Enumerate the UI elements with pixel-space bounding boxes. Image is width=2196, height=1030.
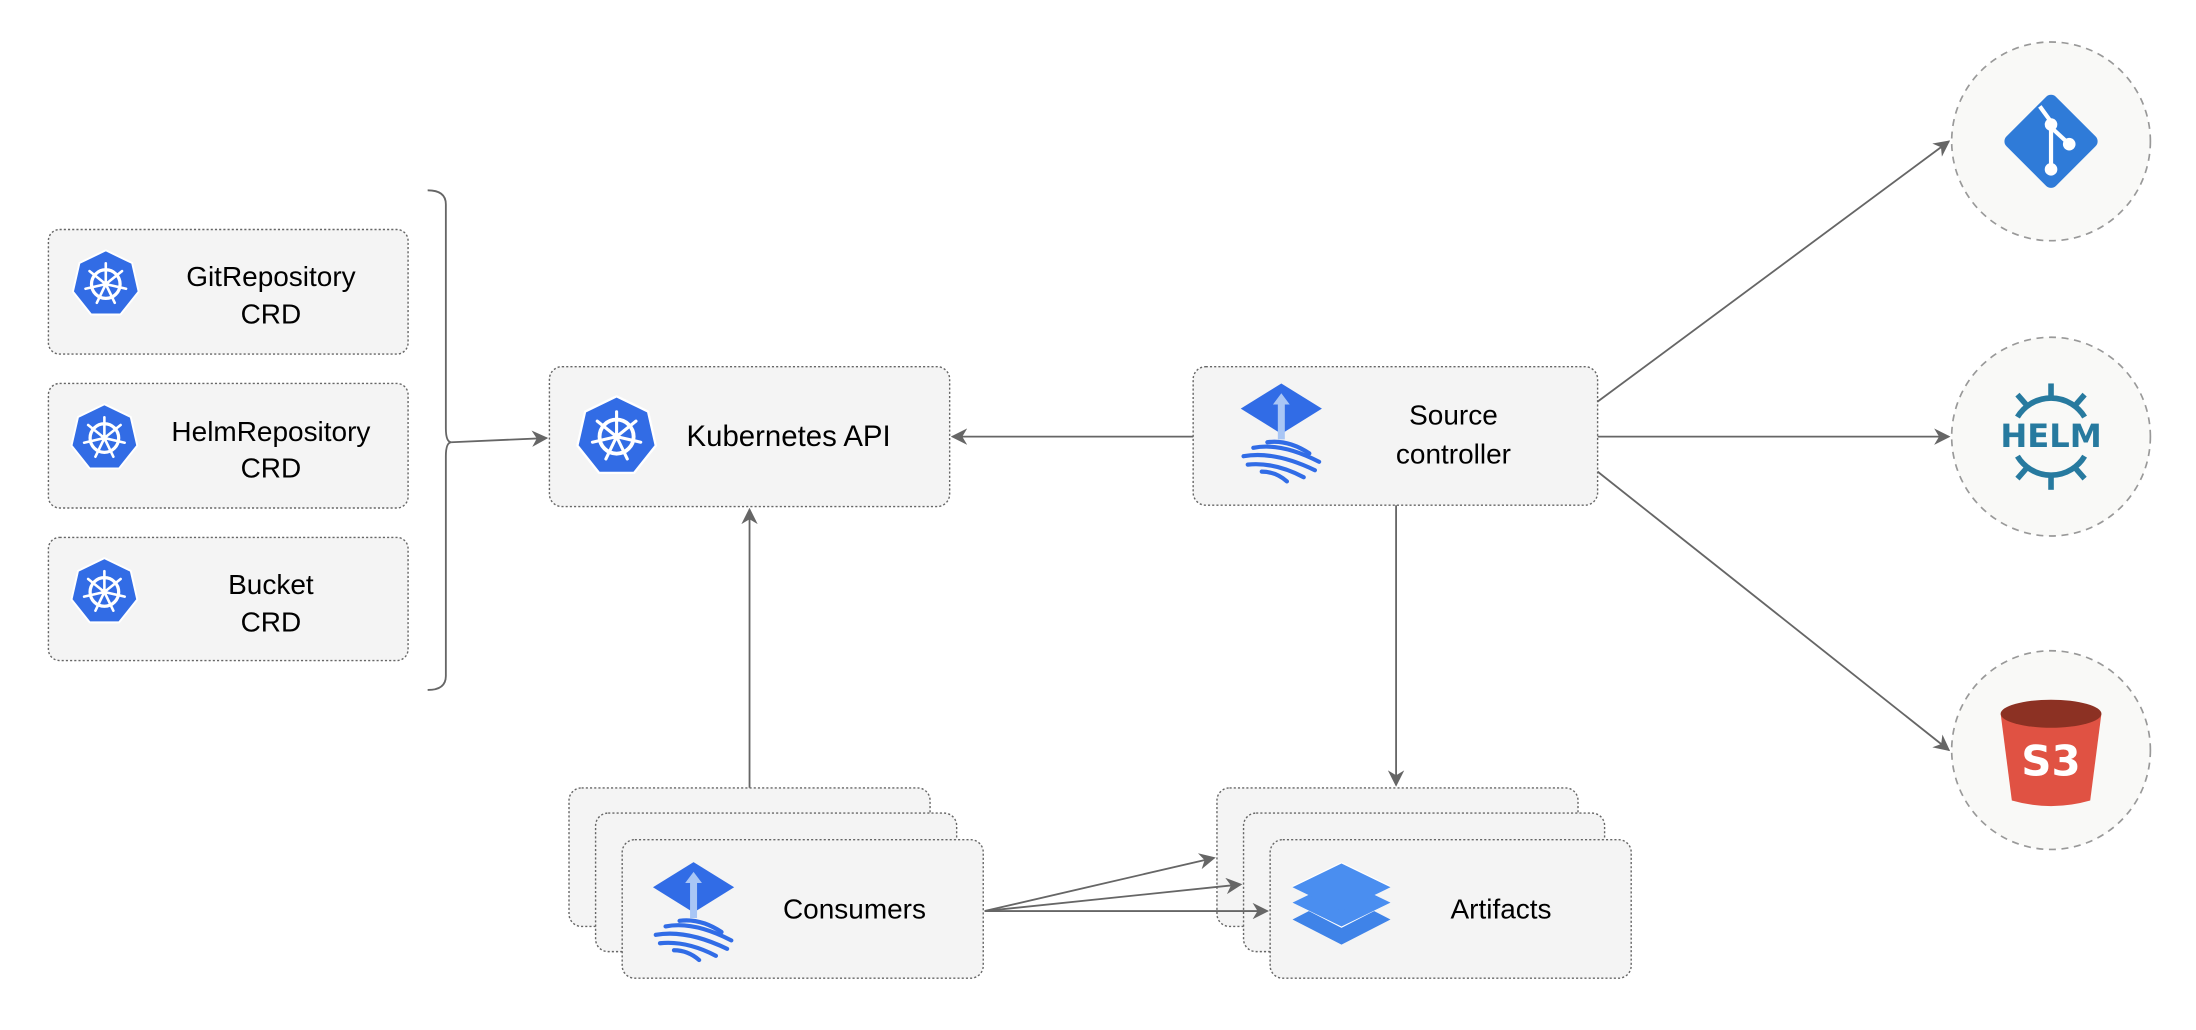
crd-gitrepository[interactable]: GitRepository CRD <box>47 228 409 355</box>
crd-suffix: CRD <box>241 299 302 330</box>
helm-text: HELM <box>2000 417 2101 455</box>
source-controller-node[interactable]: Source controller <box>1192 365 1599 506</box>
git-icon <box>2004 94 2098 188</box>
artifacts-node[interactable]: Artifacts <box>1216 787 1632 979</box>
s3-bucket-icon: S3 <box>2000 699 2102 807</box>
helm-icon: HELM <box>2000 383 2102 490</box>
crd-suffix: CRD <box>241 607 302 638</box>
crd-bucket[interactable]: Bucket CRD <box>47 536 409 662</box>
edge-controller-to-s3 <box>1597 470 1951 752</box>
source-controller-label-line1: Source <box>1409 399 1498 430</box>
git-source[interactable] <box>1950 41 2152 242</box>
edge-consumers-to-artifacts-1 <box>984 853 1216 912</box>
crd-name: Bucket <box>228 569 314 600</box>
edge-controller-to-git <box>1597 140 1951 403</box>
kubernetes-api-node[interactable]: Kubernetes API <box>548 365 951 508</box>
crd-name: HelmRepository <box>171 416 370 447</box>
s3-source[interactable]: S3 <box>1950 649 2152 851</box>
consumers-label: Consumers <box>783 893 926 924</box>
helm-source[interactable]: HELM <box>1950 336 2152 537</box>
crd-group-brace <box>427 189 452 691</box>
artifacts-label: Artifacts <box>1451 893 1552 924</box>
crd-helmrepository[interactable]: HelmRepository CRD <box>47 382 409 509</box>
edge-crds-to-api <box>451 430 549 447</box>
crd-name: GitRepository <box>186 261 355 292</box>
s3-text: S3 <box>2021 737 2080 786</box>
kubernetes-api-label: Kubernetes API <box>687 420 891 453</box>
edge-consumers-to-artifacts-2 <box>984 877 1243 912</box>
consumers-node[interactable]: Consumers <box>568 787 984 979</box>
source-controller-label-line2: controller <box>1396 439 1511 470</box>
crd-suffix: CRD <box>241 453 302 484</box>
